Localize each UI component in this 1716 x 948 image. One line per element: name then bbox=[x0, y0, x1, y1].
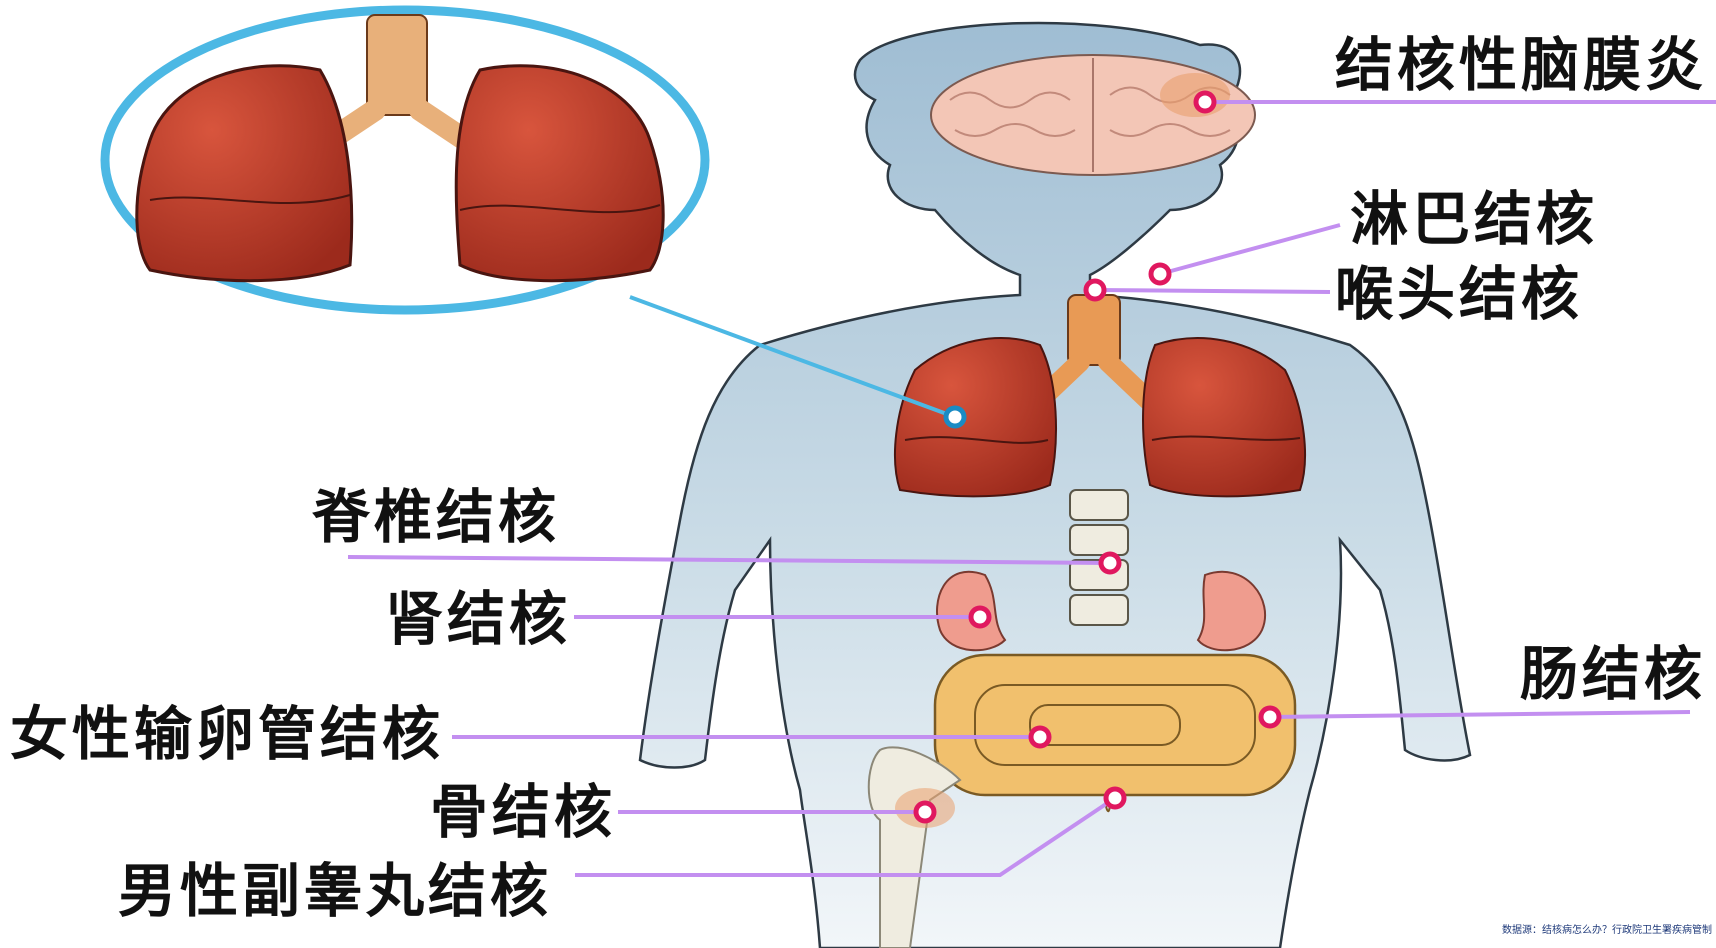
lung-marker bbox=[946, 408, 964, 426]
label-lymph: 淋巴结核 bbox=[1350, 190, 1598, 248]
inset-lungs-illustration bbox=[105, 10, 705, 310]
label-kidney: 肾结核 bbox=[385, 590, 571, 648]
label-epididymis: 男性副睾丸结核 bbox=[118, 862, 552, 920]
label-spine: 脊椎结核 bbox=[312, 488, 560, 546]
label-fallopian: 女性输卵管结核 bbox=[10, 705, 444, 763]
source-caption: 数据源：结核病怎么办？行政院卫生署疾病管制 bbox=[1502, 921, 1712, 936]
brain-illustration bbox=[931, 55, 1255, 175]
label-intestine: 肠结核 bbox=[1520, 645, 1706, 703]
label-larynx: 喉头结核 bbox=[1335, 265, 1583, 323]
label-bone: 骨结核 bbox=[430, 783, 616, 841]
label-meningitis: 结核性脑膜炎 bbox=[1335, 36, 1707, 94]
